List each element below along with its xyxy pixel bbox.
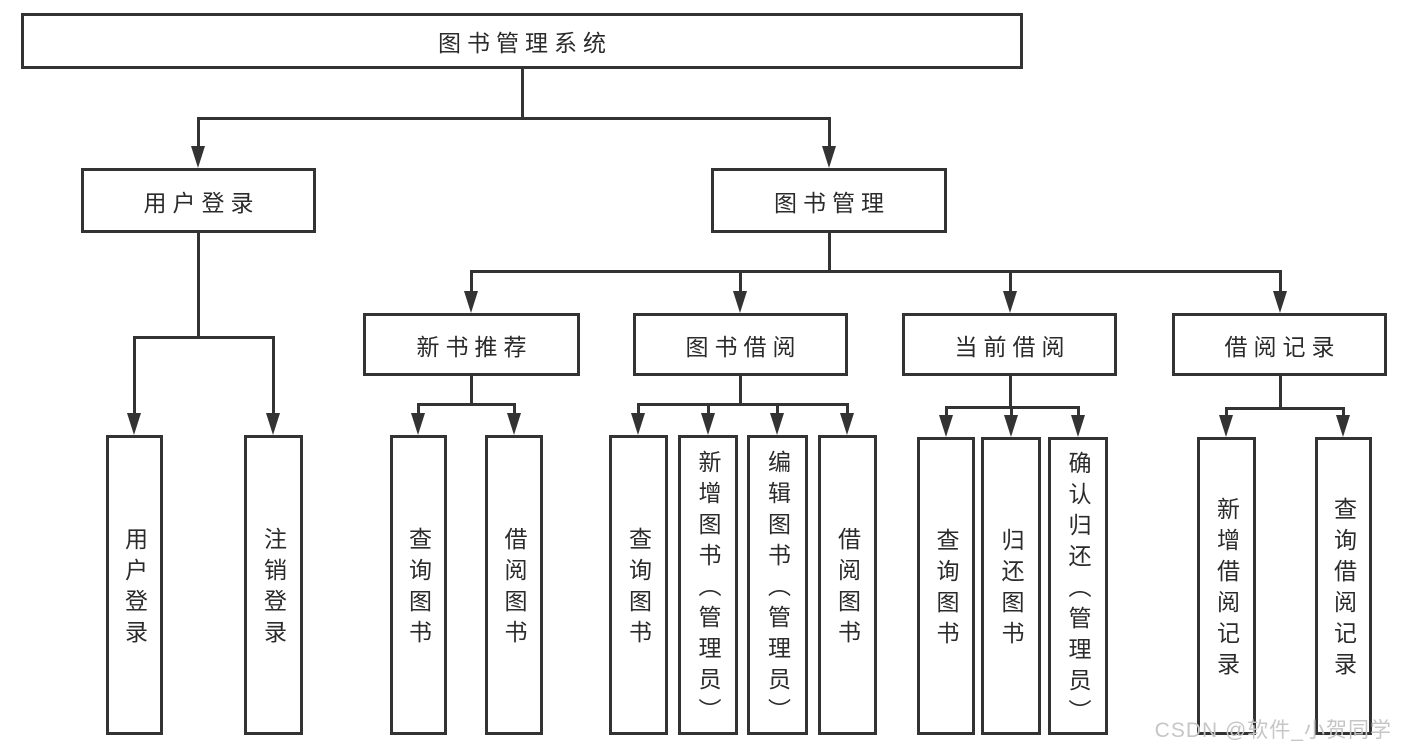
- node-label-current-borrow: 当前借阅: [954, 333, 1071, 360]
- node-label-book-management: 图书管理: [774, 189, 890, 216]
- watermark: CSDN @软件_小贺同学: [1154, 719, 1392, 742]
- connector-drop: [196, 118, 200, 148]
- connector-bar: [416, 402, 516, 406]
- arrow-down-icon: [1071, 415, 1085, 437]
- arrow-down-icon: [507, 413, 521, 435]
- node-leaf-return-book: 归还图书: [981, 437, 1041, 735]
- connector-drop: [271, 337, 275, 415]
- arrow-down-icon: [822, 146, 836, 168]
- connector-bar: [196, 116, 831, 120]
- arrow-down-icon: [127, 413, 141, 435]
- connector-stem: [469, 376, 473, 406]
- node-label-leaf-add-book-admin: 新增图书（管理员）: [695, 449, 721, 729]
- node-label-leaf-borrow-book-1: 借阅图书: [501, 527, 527, 651]
- arrow-down-icon: [191, 146, 205, 168]
- connector-drop: [512, 404, 516, 415]
- node-leaf-borrow-book-2: 借阅图书: [818, 435, 877, 735]
- connector-stem: [738, 376, 742, 406]
- node-label-leaf-edit-book-admin: 编辑图书（管理员）: [764, 449, 791, 729]
- node-label-leaf-query-book-3: 查询图书: [933, 528, 959, 652]
- node-label-leaf-return-book: 归还图书: [998, 528, 1024, 652]
- node-leaf-query-book-2: 查询图书: [609, 435, 668, 735]
- arrow-down-icon: [1219, 415, 1233, 437]
- connector-stem: [1008, 376, 1012, 409]
- connector-drop: [1076, 407, 1080, 417]
- arrow-down-icon: [701, 413, 715, 435]
- node-current-borrow: 当前借阅: [902, 313, 1117, 376]
- node-leaf-confirm-return-admin: 确认归还（管理员）: [1048, 437, 1108, 735]
- node-label-book-borrow: 图书借阅: [685, 333, 802, 360]
- connector-drop: [132, 337, 136, 415]
- node-label-user-login: 用户登录: [143, 189, 260, 216]
- connector-stem: [196, 233, 200, 339]
- connector-drop: [1008, 271, 1012, 293]
- arrow-down-icon: [1336, 415, 1350, 437]
- connector-bar: [636, 402, 849, 406]
- arrow-down-icon: [631, 413, 645, 435]
- node-label-root: 图书管理系统: [438, 30, 612, 56]
- arrow-down-icon: [939, 415, 953, 437]
- node-leaf-add-book-admin: 新增图书（管理员）: [678, 435, 738, 735]
- arrow-down-icon: [1004, 415, 1018, 437]
- node-leaf-logout: 注销登录: [244, 435, 303, 735]
- node-leaf-user-login: 用户登录: [106, 435, 163, 735]
- connector-drop: [944, 407, 948, 417]
- connector-drop: [1278, 271, 1282, 293]
- node-label-new-book-recommend: 新书推荐: [416, 333, 533, 360]
- node-label-leaf-confirm-return-admin: 确认归还（管理员）: [1065, 450, 1091, 730]
- connector-drop: [469, 271, 473, 293]
- connector-drop: [738, 271, 742, 293]
- node-leaf-query-borrow-record: 查询借阅记录: [1315, 437, 1372, 735]
- node-leaf-borrow-book-1: 借阅图书: [485, 435, 543, 735]
- arrow-down-icon: [840, 413, 854, 435]
- arrow-down-icon: [770, 413, 784, 435]
- arrow-down-icon: [464, 291, 478, 313]
- node-new-book-recommend: 新书推荐: [363, 313, 580, 376]
- connector-stem: [1278, 376, 1282, 410]
- connector-drop: [775, 404, 779, 415]
- connector-drop: [845, 404, 849, 415]
- node-leaf-query-book-3: 查询图书: [917, 437, 975, 735]
- node-leaf-query-book-1: 查询图书: [390, 435, 447, 735]
- node-label-leaf-borrow-book-2: 借阅图书: [834, 527, 861, 651]
- arrow-down-icon: [1003, 291, 1017, 313]
- connector-drop: [1224, 408, 1228, 417]
- node-label-leaf-logout: 注销登录: [260, 527, 287, 651]
- connector-drop: [706, 404, 710, 415]
- arrow-down-icon: [733, 291, 747, 313]
- node-label-leaf-query-borrow-record: 查询借阅记录: [1330, 497, 1357, 683]
- connector-bar: [132, 335, 275, 339]
- arrow-down-icon: [266, 413, 280, 435]
- arrow-down-icon: [411, 413, 425, 435]
- connector-drop: [636, 404, 640, 415]
- connector-bar: [1224, 406, 1345, 410]
- node-book-borrow: 图书借阅: [633, 313, 848, 376]
- node-borrow-records: 借阅记录: [1172, 313, 1387, 376]
- node-label-leaf-query-book-1: 查询图书: [405, 527, 432, 651]
- node-label-borrow-records: 借阅记录: [1224, 333, 1341, 360]
- node-leaf-add-borrow-record: 新增借阅记录: [1197, 437, 1256, 735]
- node-leaf-edit-book-admin: 编辑图书（管理员）: [747, 435, 808, 735]
- node-book-management: 图书管理: [711, 168, 947, 233]
- arrow-down-icon: [1273, 291, 1287, 313]
- node-user-login: 用户登录: [81, 168, 316, 233]
- connector-drop: [827, 118, 831, 148]
- connector-drop: [1009, 407, 1013, 417]
- node-root: 图书管理系统: [21, 13, 1023, 69]
- connector-drop: [416, 404, 420, 415]
- connector-stem: [520, 69, 524, 120]
- connector-bar: [469, 269, 1282, 273]
- node-label-leaf-user-login: 用户登录: [121, 527, 148, 651]
- connector-stem: [827, 233, 831, 273]
- connector-drop: [1341, 408, 1345, 417]
- node-label-leaf-add-borrow-record: 新增借阅记录: [1213, 497, 1240, 683]
- node-label-leaf-query-book-2: 查询图书: [625, 527, 652, 651]
